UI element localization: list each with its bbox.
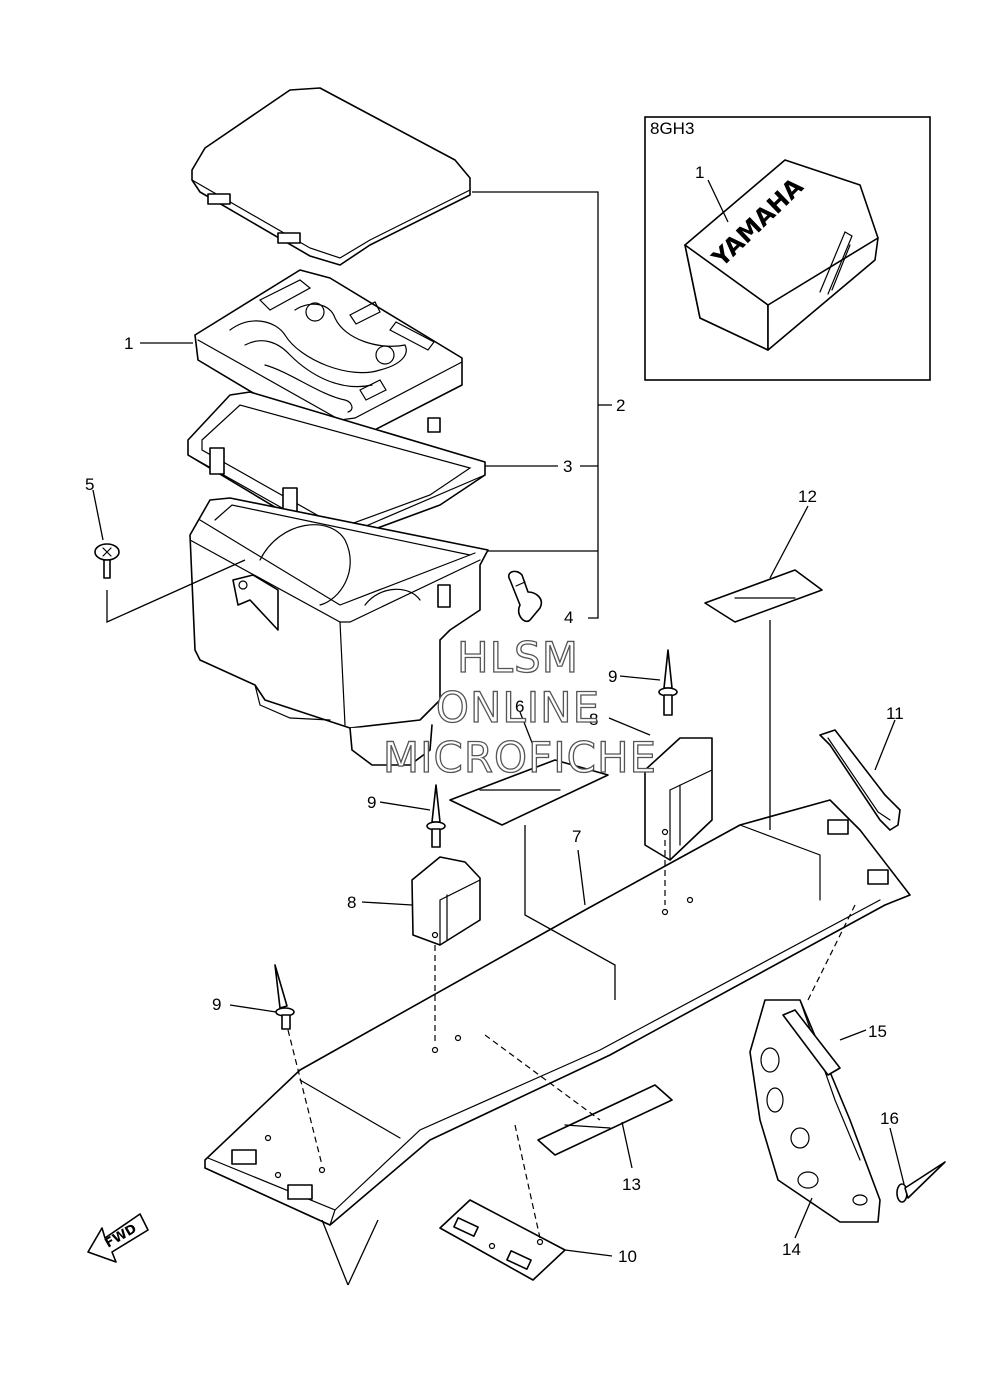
watermark: HLSM ONLINE MICROFICHE [382, 632, 657, 782]
fwd-direction-badge: FWD [87, 1213, 149, 1263]
callout-10: 10 [618, 1247, 637, 1266]
watermark-line-2: ONLINE [436, 683, 600, 732]
holder-part-8-lower [361, 856, 481, 1054]
tool-tray [194, 269, 463, 446]
callout-1: 1 [124, 334, 133, 353]
storage-box [189, 497, 489, 766]
base-plate [204, 799, 911, 1226]
clip-part-4 [508, 570, 543, 623]
handle-part-11 [819, 719, 901, 831]
bracket-part-14 [749, 904, 881, 1239]
inset-callout-1: 1 [695, 163, 704, 182]
pin-part-9-upper [619, 649, 678, 716]
pin-part-9-middle [379, 784, 446, 848]
callout-12: 12 [798, 487, 817, 506]
rivet-part-16 [889, 1127, 946, 1203]
plate-part-10 [439, 1124, 613, 1281]
pad-part-6 [449, 711, 616, 1000]
callout-13: 13 [622, 1175, 641, 1194]
holder-part-8-upper [608, 717, 713, 916]
pin-part-9-lower [229, 964, 379, 1286]
watermark-line-1: HLSM [457, 633, 579, 682]
bolt-part-5 [92, 489, 246, 624]
callout-5: 5 [85, 475, 94, 494]
callout-8-upper: 8 [589, 710, 598, 729]
callout-3: 3 [563, 457, 572, 476]
callout-16: 16 [880, 1109, 899, 1128]
callout-8-lower: 8 [347, 893, 356, 912]
callout-6: 6 [515, 697, 524, 716]
rubber-part-15 [782, 1009, 867, 1076]
callout-14: 14 [782, 1240, 801, 1259]
callout-9-lower: 9 [212, 995, 221, 1014]
leaders-group-2 [140, 191, 612, 619]
pad-part-13 [484, 1034, 673, 1169]
watermark-line-3: MICROFICHE [383, 733, 657, 782]
inset-code: 8GH3 [650, 119, 694, 138]
callout-labels: 1 2 3 4 5 6 7 8 8 9 9 9 10 11 12 13 14 1… [85, 334, 904, 1266]
inset-box: 8GH3 YAMAHA 1 [644, 116, 931, 381]
callout-7: 7 [572, 827, 581, 846]
callout-9-middle: 9 [367, 793, 376, 812]
callout-4: 4 [564, 608, 573, 627]
callout-2: 2 [616, 396, 625, 415]
storage-lid [191, 87, 471, 266]
pad-part-12 [704, 505, 823, 830]
callout-9-upper: 9 [608, 667, 617, 686]
callout-15: 15 [868, 1022, 887, 1041]
callout-11: 11 [886, 704, 904, 723]
